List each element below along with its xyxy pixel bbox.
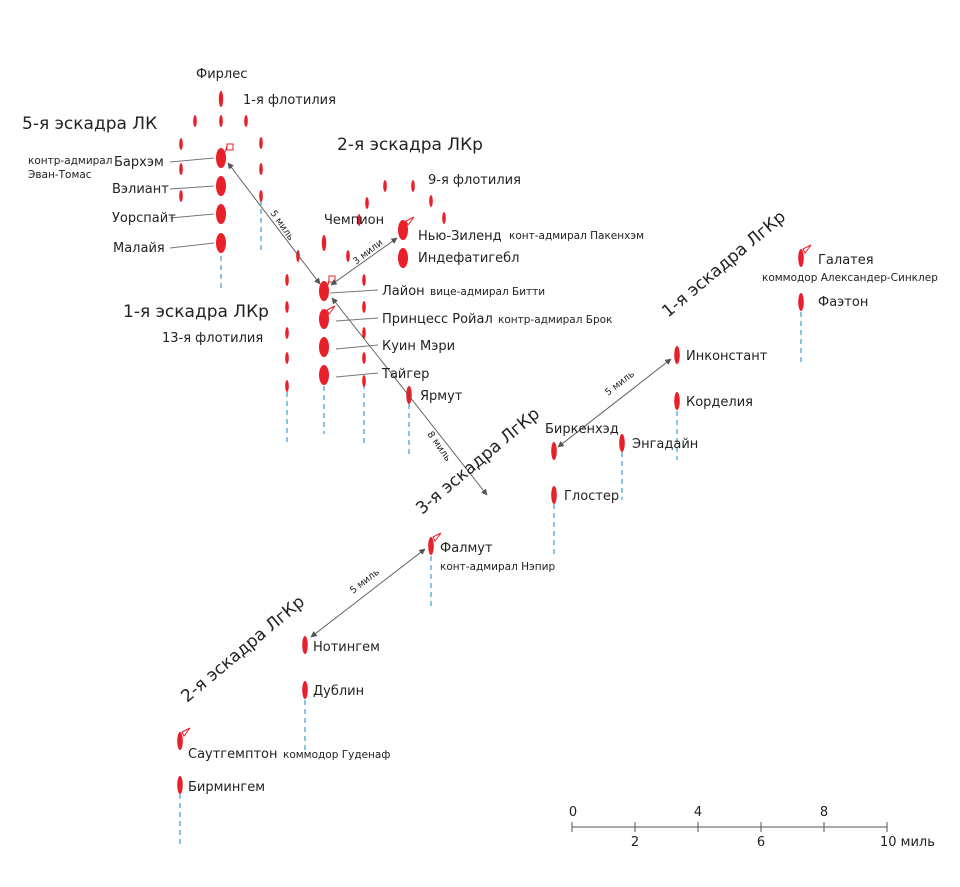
distance-falmouth-nottingham: 5 миль bbox=[348, 566, 382, 596]
ship-malaya bbox=[216, 233, 226, 253]
label-tiger: Тайгер bbox=[381, 367, 429, 382]
flag-lion-icon bbox=[328, 275, 336, 283]
capital-ships bbox=[216, 148, 408, 385]
light-cruisers bbox=[177, 249, 804, 794]
label-champion: Чемпион bbox=[324, 213, 384, 228]
ship-warspite bbox=[216, 204, 226, 224]
flag-new-zealand-icon bbox=[405, 216, 415, 226]
arrow-falmouth-nottingham bbox=[310, 548, 426, 638]
flag-galatea-icon bbox=[802, 244, 812, 254]
label-phaeton: Фаэтон bbox=[818, 295, 868, 310]
ship-phaeton bbox=[798, 293, 804, 311]
scale-tick-8: 8 bbox=[820, 805, 828, 820]
ship-southampton bbox=[177, 732, 183, 750]
ship-birmingham bbox=[177, 776, 183, 794]
ship-engadine bbox=[619, 434, 625, 452]
label-indefatigable: Индефатигебл bbox=[418, 251, 519, 266]
arrow-birkenhead-inconstant bbox=[557, 358, 672, 448]
commander-pakenham: конт-адмирал Пакенхэм bbox=[509, 230, 644, 242]
label-southampton: Саутгемптон bbox=[188, 747, 277, 762]
distance-birkenhead-inconstant: 5 миль bbox=[603, 368, 637, 398]
scale-tick-10: 10 миль bbox=[880, 835, 935, 850]
label-gloucester: Глостер bbox=[564, 489, 619, 504]
ship-valiant bbox=[216, 176, 226, 196]
label-cordelia: Корделия bbox=[686, 395, 753, 410]
ship-inconstant bbox=[674, 346, 680, 364]
flotilla-1: 1-я флотилия bbox=[243, 93, 336, 108]
label-malaya: Малайя bbox=[113, 241, 165, 256]
ship-labels: Фирлес Бархэм Вэлиант Уорспайт Малайя Че… bbox=[112, 67, 874, 795]
scale-tick-0: 0 bbox=[569, 805, 577, 820]
commander-sinclair: коммодор Александер-Синклер bbox=[762, 272, 938, 284]
scale-tick-4: 4 bbox=[694, 805, 702, 820]
arrow-lion-barham bbox=[227, 162, 321, 285]
label-new-zealand: Нью-Зиленд bbox=[418, 229, 502, 244]
label-engadine: Энгадайн bbox=[632, 437, 698, 452]
ship-barham bbox=[216, 148, 226, 168]
scale-tick-2: 2 bbox=[631, 835, 639, 850]
label-valiant: Вэлиант bbox=[112, 182, 169, 197]
ship-cordelia bbox=[674, 392, 680, 410]
squadron-bs5: 5-я эскадра ЛК bbox=[22, 114, 157, 134]
label-dublin: Дублин bbox=[313, 684, 364, 699]
scale-bar: 0 4 8 2 6 10 миль bbox=[569, 805, 935, 850]
distance-lion-barham: 5 миль bbox=[268, 208, 297, 243]
label-fearless: Фирлес bbox=[196, 67, 247, 82]
squadron-lcs1: 1-я эскадра ЛгКр bbox=[658, 207, 790, 322]
label-lion: Лайон bbox=[382, 284, 425, 299]
commander-labels: контр-адмирал Эван-Томас конт-адмирал Па… bbox=[28, 155, 938, 761]
label-birkenhead: Биркенхэд bbox=[545, 422, 619, 437]
flag-princess-royal-icon bbox=[326, 305, 336, 315]
flotilla-labels: 1-я флотилия 9-я флотилия 13-я флотилия bbox=[162, 93, 521, 346]
flotilla-13: 13-я флотилия bbox=[162, 331, 263, 346]
label-falmouth: Фалмут bbox=[440, 541, 493, 556]
label-princess-royal: Принцесс Ройал bbox=[382, 312, 493, 327]
squadron-bcs2: 2-я эскадра ЛКр bbox=[337, 135, 483, 155]
ship-tiger bbox=[319, 365, 329, 385]
label-barham: Бархэм bbox=[114, 155, 164, 170]
ship-dublin bbox=[302, 681, 308, 699]
label-inconstant: Инконстант bbox=[686, 349, 768, 364]
distance-lion-new-zealand: 3 мили bbox=[351, 237, 385, 267]
ship-new-zealand bbox=[398, 220, 408, 240]
squadron-lcs3: 3-я эскадра ЛгКр bbox=[412, 404, 544, 519]
commander-napier: конт-адмирал Нэпир bbox=[440, 561, 555, 573]
flag-southampton-icon bbox=[181, 727, 191, 737]
ship-yarmouth bbox=[406, 386, 412, 404]
arrow-lion-new-zealand bbox=[330, 237, 398, 286]
squadron-labels: 5-я эскадра ЛК 2-я эскадра ЛКр 1-я эскад… bbox=[22, 114, 790, 707]
commander-evan-thomas-rank: контр-адмирал bbox=[28, 155, 112, 167]
commander-evan-thomas-name: Эван-Томас bbox=[28, 169, 92, 181]
squadron-lcs2: 2-я эскадра ЛгКр bbox=[177, 592, 309, 707]
commander-beatty: вице-адмирал Битти bbox=[430, 286, 545, 298]
ship-falmouth bbox=[428, 537, 434, 555]
commander-goodenough: коммодор Гуденаф bbox=[283, 749, 390, 761]
label-yarmouth: Ярмут bbox=[420, 389, 463, 404]
flag-falmouth-icon bbox=[432, 532, 442, 542]
label-warspite: Уорспайт bbox=[112, 211, 176, 226]
arrow-lion-lcs3 bbox=[331, 297, 488, 496]
label-birmingham: Бирмингем bbox=[188, 780, 265, 795]
label-nottingham: Нотингем bbox=[313, 640, 380, 655]
ship-lion bbox=[319, 281, 329, 301]
ship-queen-mary bbox=[319, 337, 329, 357]
flotilla-9: 9-я флотилия bbox=[428, 173, 521, 188]
ship-princess-royal bbox=[319, 309, 329, 329]
ship-indefatigable bbox=[398, 248, 408, 268]
flag-barham-icon bbox=[226, 143, 234, 151]
scale-tick-6: 6 bbox=[757, 835, 765, 850]
distance-arrows bbox=[227, 162, 672, 638]
ship-gloucester bbox=[551, 486, 557, 504]
commander-brock: контр-адмирал Брок bbox=[498, 314, 612, 326]
label-queen-mary: Куин Мэри bbox=[382, 339, 455, 354]
ship-birkenhead bbox=[551, 442, 557, 460]
label-galatea: Галатея bbox=[818, 253, 874, 268]
ship-nottingham bbox=[302, 636, 308, 654]
squadron-bcs1: 1-я эскадра ЛКр bbox=[123, 302, 269, 322]
ship-galatea bbox=[798, 249, 804, 267]
